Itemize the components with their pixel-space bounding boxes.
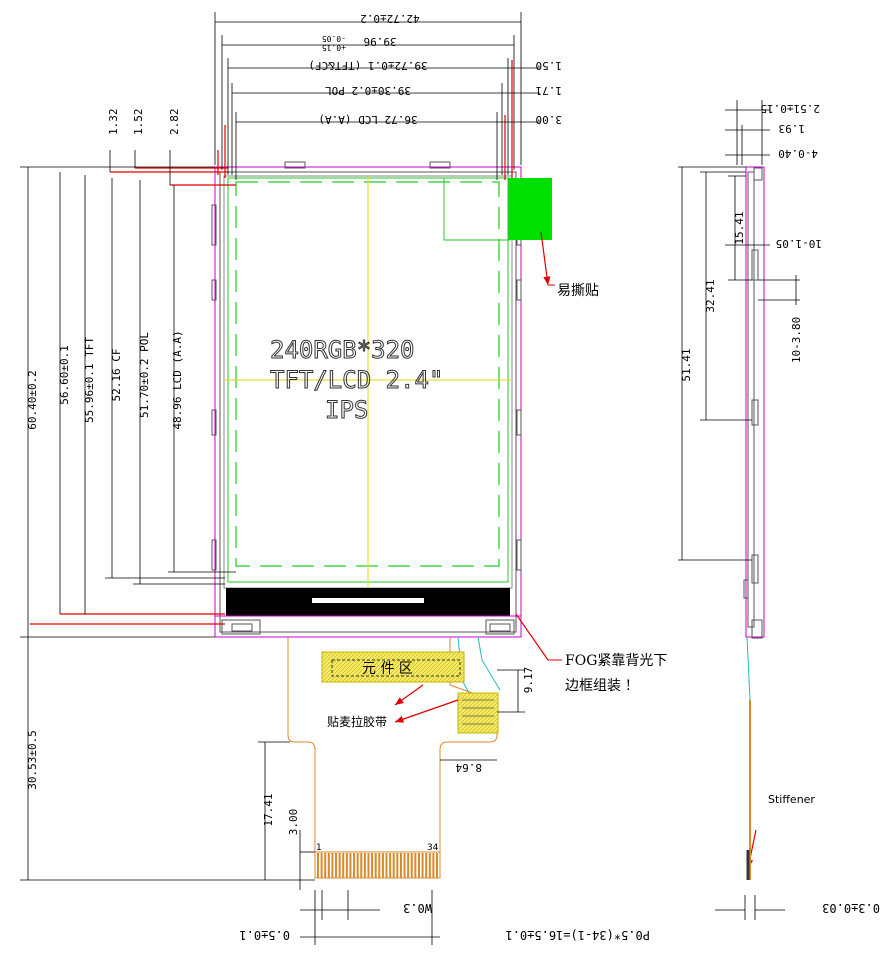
- dim-3-00: 3.00: [536, 113, 563, 126]
- gold-finger: [396, 853, 399, 878]
- gold-finger: [436, 853, 438, 878]
- screen-text-line1: 240RGB*320: [270, 336, 415, 364]
- gold-finger: [320, 853, 323, 878]
- dim-1-52: 1.52: [132, 109, 145, 136]
- pin-34-label: 34: [427, 843, 439, 853]
- dim-39-96-tol-up: +0.15: [322, 43, 346, 52]
- gold-fingers: [317, 853, 438, 878]
- dim-10-3-80: 10-3.80: [790, 317, 803, 363]
- gold-finger: [374, 853, 377, 878]
- gold-finger: [407, 853, 410, 878]
- gold-finger: [428, 853, 431, 878]
- screen-text-line2: TFT/LCD 2.4": [270, 366, 443, 394]
- dim-4-0-40: 4-0.40: [778, 147, 818, 160]
- top-dimensions: [214, 12, 540, 180]
- stiffener-label: Stiffener: [768, 793, 815, 806]
- dim-39-72: 39.72±0.1 (TFT&CF): [308, 59, 427, 72]
- dim-1-93: 1.93: [779, 122, 806, 135]
- component-zone: [321, 651, 465, 683]
- dim-39-30: 39.30±0.2 POL: [325, 84, 411, 97]
- gold-finger: [421, 853, 424, 878]
- left-dimensions: [20, 166, 315, 890]
- gold-finger: [371, 853, 374, 878]
- mylar-tape: [457, 692, 499, 734]
- gold-finger: [389, 853, 392, 878]
- dim-32-41: 32.41: [704, 279, 717, 312]
- side-dimensions: [678, 100, 800, 920]
- gold-finger: [360, 853, 363, 878]
- dim-39-96: 39.96: [363, 35, 396, 48]
- dim-56-60: 56.60±0.1: [58, 345, 71, 405]
- gold-finger: [345, 853, 348, 878]
- dim-1-32: 1.32: [107, 109, 120, 136]
- fog-note-line2: 边框组装 !: [565, 678, 631, 694]
- fog-note-line1: FOG紧靠背光下: [565, 653, 667, 669]
- dim-42-72: 42.72±0.2: [360, 12, 420, 25]
- gold-finger: [425, 853, 428, 878]
- dim-39-96-tol-dn: -0.05: [322, 34, 346, 43]
- dim-30-53: 30.53±0.5: [26, 730, 39, 790]
- dim-17-41: 17.41: [262, 793, 275, 826]
- dim-w0-3: W0.3: [403, 901, 432, 915]
- front-view: [211, 161, 552, 638]
- gold-finger: [385, 853, 388, 878]
- gold-finger: [317, 853, 319, 878]
- gold-finger: [331, 853, 334, 878]
- gold-finger: [349, 853, 352, 878]
- dim-1-50: 1.50: [536, 59, 563, 72]
- gold-finger: [335, 853, 338, 878]
- dim-51-70: 51.70±0.2 POL: [138, 332, 151, 418]
- gold-finger: [410, 853, 413, 878]
- dim-60-40: 60.40±0.2: [26, 370, 39, 430]
- component-zone-label: 元 件 区: [362, 661, 413, 677]
- mylar-tape-label: 贴麦拉胶带: [327, 714, 387, 729]
- gold-finger: [381, 853, 384, 878]
- side-view: [743, 166, 765, 880]
- gold-finger: [356, 853, 359, 878]
- gold-finger: [327, 853, 330, 878]
- dim-10-1-05: 10-1.05: [776, 237, 822, 250]
- gold-finger: [414, 853, 417, 878]
- dim-2-51: 2.51±0.15: [760, 102, 820, 115]
- screen-label: 240RGB*320 TFT/LCD 2.4" IPS: [270, 336, 444, 425]
- dim-0-5: 0.5±0.1: [239, 928, 290, 942]
- gold-finger: [338, 853, 341, 878]
- gold-finger: [363, 853, 366, 878]
- dim-51-41: 51.41: [680, 348, 693, 381]
- gold-finger: [403, 853, 406, 878]
- dim-3-00-fpc: 3.00: [287, 809, 300, 836]
- gold-finger: [324, 853, 327, 878]
- screen-text-line3: IPS: [325, 396, 368, 424]
- dim-36-72: 36.72 LCD (A.A): [318, 113, 417, 126]
- gold-finger: [432, 853, 435, 878]
- tear-tape-label: 易撕贴: [557, 283, 599, 299]
- gold-finger: [367, 853, 370, 878]
- dim-8-64: 8.64: [455, 761, 482, 774]
- dim-15-41: 15.41: [733, 211, 746, 244]
- gold-finger: [353, 853, 356, 878]
- fpc-tail: [287, 637, 498, 879]
- gold-finger: [378, 853, 381, 878]
- dim-2-82: 2.82: [168, 109, 181, 136]
- tear-tape: [509, 178, 552, 240]
- dim-48-96: 48.96 LCD (A.A): [171, 330, 184, 429]
- gold-finger: [342, 853, 345, 878]
- dim-52-16: 52.16 CF: [110, 349, 123, 402]
- gold-finger: [399, 853, 402, 878]
- dim-9-17: 9.17: [522, 667, 535, 694]
- dim-0-3: 0.3±0.03: [822, 901, 880, 915]
- pin-1-label: 1: [316, 843, 322, 853]
- gold-finger: [392, 853, 395, 878]
- dim-pitch: P0.5*(34-1)=16.5±0.1: [506, 928, 651, 942]
- dim-1-71: 1.71: [536, 84, 563, 97]
- dim-55-96: 55.96±0.1 TFT: [83, 337, 96, 423]
- gold-finger: [417, 853, 420, 878]
